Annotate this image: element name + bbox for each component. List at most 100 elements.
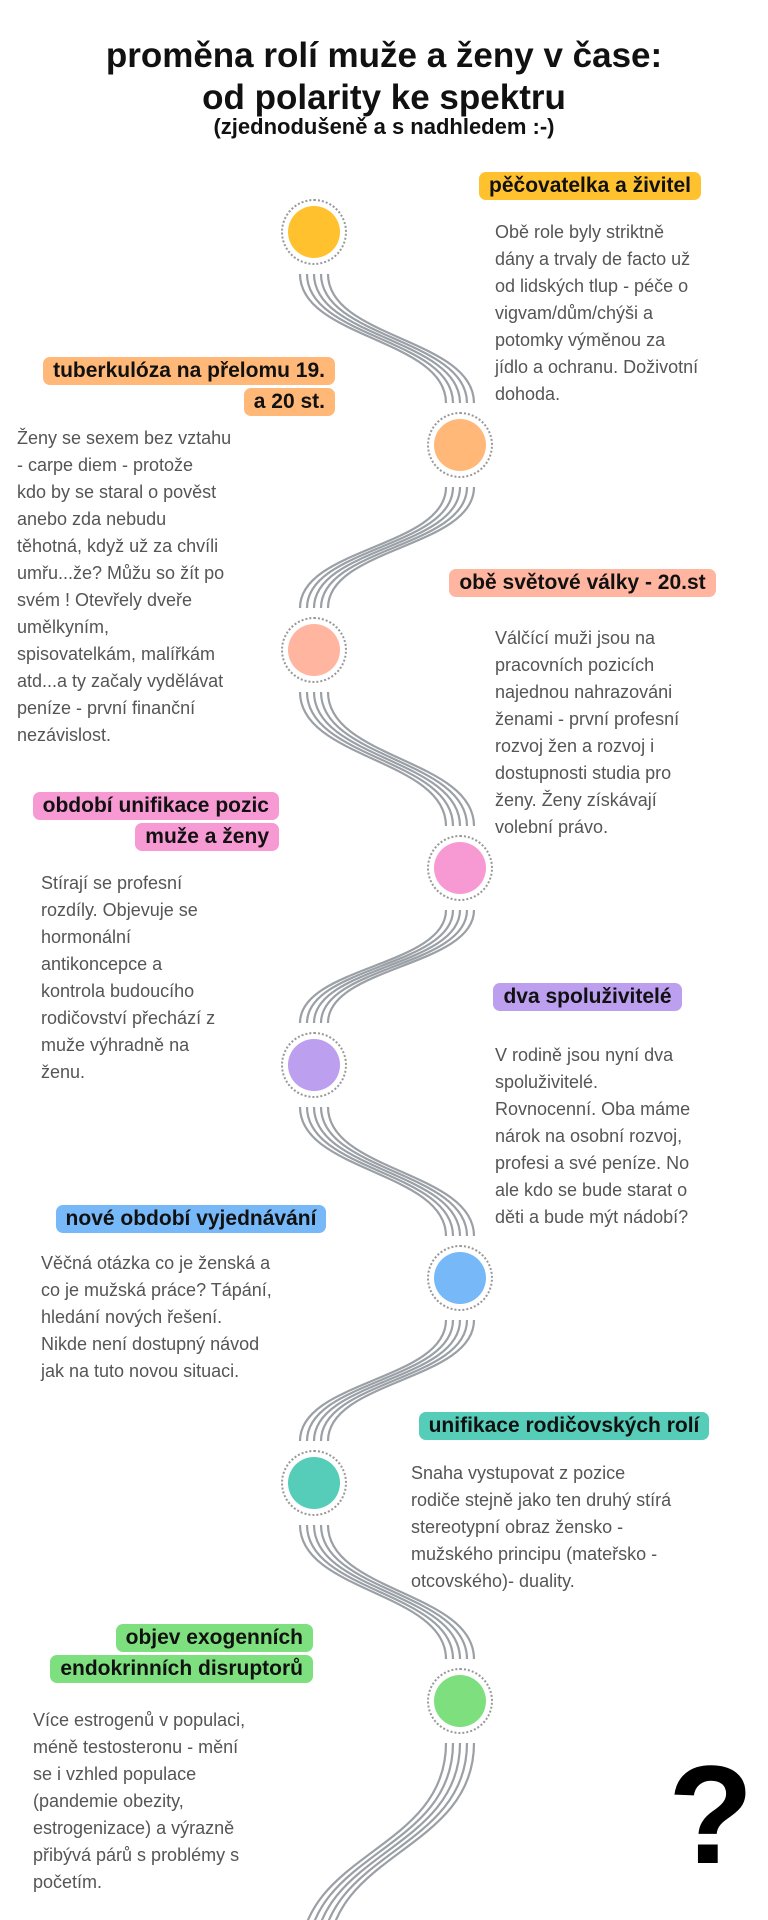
description-line: mužského principu (mateřsko -	[411, 1544, 658, 1564]
page-title-line2: od polarity ke spektru	[202, 78, 566, 117]
description-line: profesi a své peníze. No	[495, 1153, 690, 1173]
description-line: pracovních pozicích	[495, 655, 655, 675]
wave-line	[305, 273, 455, 404]
question-mark: ?	[668, 1736, 754, 1893]
wave-line	[298, 1524, 448, 1660]
description-line: hormonální	[41, 927, 132, 947]
wave-line	[319, 909, 469, 1024]
description-line: ale kdo se bude starat o	[495, 1180, 688, 1200]
era-description: Ženy se sexem bez vztahu- carpe diem - p…	[17, 425, 231, 749]
description-line: Snaha vystupovat z pozice	[411, 1463, 626, 1483]
description-line: dohoda.	[495, 384, 561, 404]
era-description: Obě role byly striktně dány a trvaly de f…	[495, 219, 698, 408]
wave-line	[305, 691, 455, 827]
era-description: V rodině jsou nyní dva spoluživitelé. Rovn…	[495, 1042, 690, 1231]
description-line: Válčící muži jsou na	[495, 628, 656, 648]
timeline-node-ring	[427, 835, 493, 901]
description-line: otcovského)- duality.	[411, 1571, 575, 1591]
timeline-node	[434, 842, 486, 894]
era-label: nové období vyjednávání	[40, 1203, 342, 1234]
wave-line	[305, 1106, 455, 1237]
wave-line	[298, 1106, 448, 1237]
description-line: děti a bude mýt nádobí?	[495, 1207, 689, 1227]
description-line: se i vzhled populace	[33, 1764, 197, 1784]
era-description: Válčící muži jsou na pracovních pozicích n…	[495, 625, 679, 841]
description-line: estrogenizace) a výrazně	[33, 1818, 235, 1838]
description-line: Stírají se profesní	[41, 873, 183, 893]
description-line: hledání nových řešení.	[41, 1307, 223, 1327]
description-line: svém ! Otevřely dveře	[17, 590, 193, 610]
wave-line	[298, 691, 448, 827]
description-line: nárok na osobní rozvoj,	[495, 1126, 683, 1146]
timeline-node-ring	[281, 1450, 347, 1516]
description-line: dány a trvaly de facto už	[495, 249, 691, 269]
description-line: co je mužská práce? Tápání,	[41, 1280, 272, 1300]
era-label: pěčovatelka a živitel	[465, 170, 715, 201]
era-label-text: nové období vyjednávání	[55, 1205, 327, 1233]
description-line: přibývá párů s problémy s	[33, 1845, 240, 1865]
wave-line	[326, 486, 476, 609]
description-line: potomky výměnou za	[495, 330, 666, 350]
timeline-node	[288, 1457, 340, 1509]
description-line: najednou nahrazováni	[495, 682, 673, 702]
wave-line	[319, 1106, 469, 1237]
era-label-text: dva spoluživitelé	[493, 983, 682, 1011]
wave-line	[326, 1524, 476, 1660]
description-line: rozvoj žen a rozvoj i	[495, 736, 655, 756]
timeline-node	[288, 624, 340, 676]
wave-line	[312, 486, 462, 609]
wave-line	[326, 273, 476, 404]
description-line: peníze - první finanční	[17, 698, 196, 718]
wave-line	[298, 486, 448, 609]
description-line: spisovatelkám, malířkám	[17, 644, 216, 664]
era-label-text: obě světové války - 20.st	[449, 569, 716, 597]
description-line: stereotypní obraz žensko -	[411, 1517, 624, 1537]
wave-line	[298, 273, 448, 404]
wave-line	[334, 1742, 476, 1920]
wave-line	[305, 1524, 455, 1660]
description-line: rodičovství přechází z	[41, 1008, 216, 1028]
description-line: ženu.	[41, 1062, 86, 1082]
era-label: obě světové války - 20.st	[435, 567, 730, 598]
page-title: proměna rolí muže a ženy v čase:	[105, 36, 663, 75]
era-label: unifikace rodičovských rolí	[400, 1410, 728, 1441]
description-line: Rovnocenní. Oba máme	[495, 1099, 691, 1119]
wave-line	[319, 273, 469, 404]
description-line: dostupnosti studia pro	[495, 763, 672, 783]
wave-line	[312, 691, 462, 827]
description-line: V rodině jsou nyní dva	[495, 1045, 674, 1065]
wave-line	[306, 1742, 448, 1920]
description-line: od lidských tlup - péče o	[495, 276, 689, 296]
description-line: ženami - první profesní	[495, 709, 680, 729]
wave-line	[319, 486, 469, 609]
description-line: atd...a ty začaly vydělávat	[17, 671, 224, 691]
description-line: umřu...že? Můžu so žít po	[17, 563, 225, 583]
wave-line	[326, 909, 476, 1024]
wave-line	[305, 909, 455, 1024]
wave-line	[312, 909, 462, 1024]
timeline-node-ring	[427, 412, 493, 478]
description-line: Více estrogenů v populaci,	[33, 1710, 246, 1730]
wave-line	[298, 909, 448, 1024]
description-line: volební právo.	[495, 817, 609, 837]
wave-line	[298, 1319, 448, 1442]
era-label: dva spoluživitelé	[480, 981, 695, 1012]
timeline-node	[288, 206, 340, 258]
description-line: antikoncepce a	[41, 954, 163, 974]
timeline-node-ring	[281, 1032, 347, 1098]
description-line: (pandemie obezity,	[33, 1791, 184, 1811]
description-line: početím.	[33, 1872, 103, 1892]
description-line: spoluživitelé.	[495, 1072, 599, 1092]
wave-line	[326, 691, 476, 827]
wave-line	[319, 691, 469, 827]
wave-line	[326, 1106, 476, 1237]
description-line: ženy. Ženy získávají	[495, 790, 657, 810]
description-line: Obě role byly striktně	[495, 222, 665, 242]
